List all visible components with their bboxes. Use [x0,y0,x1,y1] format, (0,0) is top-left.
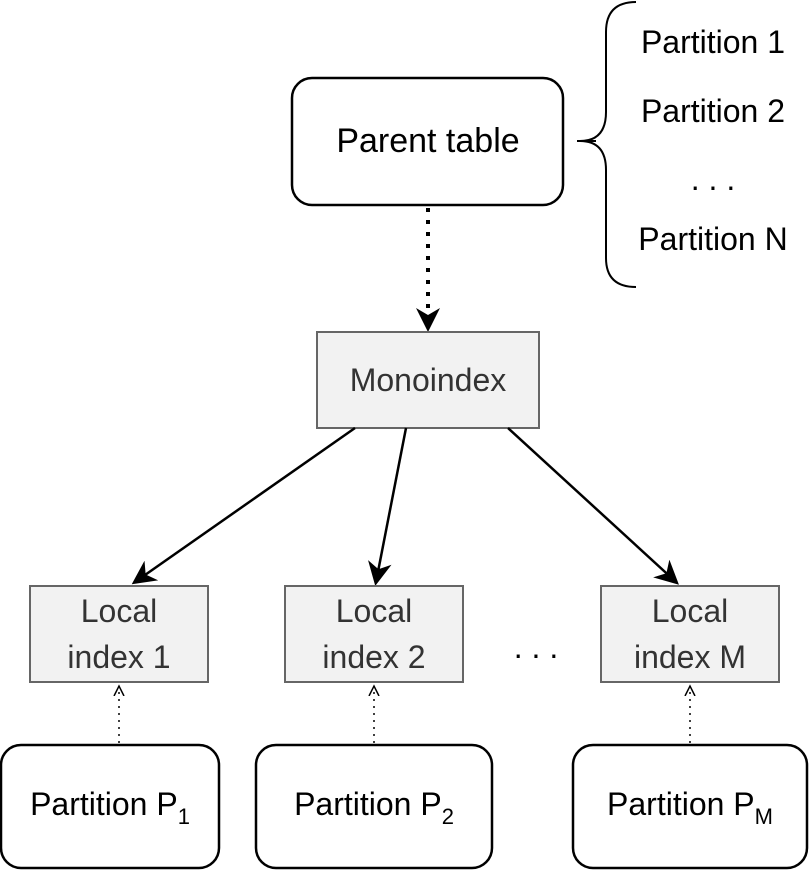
partition-p1-label: Partition P1 [30,786,190,829]
partition-p1-node: Partition P1 [0,743,221,870]
partition-brace [577,1,637,288]
partition-list-item: Partition N [638,221,787,257]
partition-pm-label: Partition PM [607,786,773,829]
parent-table-label: Parent table [336,122,519,160]
partition-p2-label: Partition P2 [294,786,454,829]
local-index-label: index 1 [67,639,170,675]
local-index-1-node: Local index 1 [29,585,209,683]
local-index-label: Local [81,593,158,629]
local-index-m-node: Local index M [600,585,780,683]
local-index-label: Local [652,593,729,629]
monoindex-node: Monoindex [316,331,540,429]
partition-list-item: Partition 1 [641,24,785,60]
local-index-2-node: Local index 2 [284,585,464,683]
monoindex-label: Monoindex [350,362,507,398]
local-index-label: index M [634,639,746,675]
monoindex-to-local-index-m-arrow [507,427,679,585]
partition-list: Partition 1 Partition 2 . . . Partition … [638,24,787,257]
partition-list-ellipsis: . . . [691,161,735,197]
monoindex-to-local-index-1-arrow [131,426,356,585]
monoindex-to-local-index-2-arrow [368,427,408,586]
partition-list-item: Partition 2 [641,93,785,129]
partition-pm-node: Partition PM [571,743,809,870]
partition-p2-node: Partition P2 [254,743,494,870]
local-index-label: Local [336,593,413,629]
local-index-ellipsis: . . . [514,629,558,665]
local-index-label: index 2 [322,639,425,675]
parent-table-node: Parent table [290,76,565,207]
